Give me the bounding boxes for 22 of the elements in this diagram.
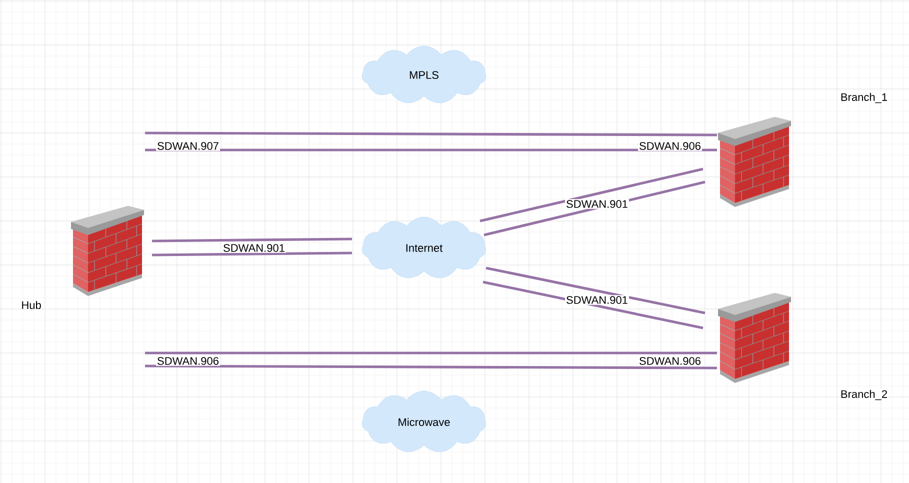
- connector-line: [480, 168, 704, 222]
- edge-label: SDWAN.901: [565, 295, 629, 305]
- line-label: SDWAN.906: [638, 356, 702, 366]
- line-label: SDWAN.906: [638, 141, 702, 151]
- edge-label: SDWAN.907: [156, 141, 220, 151]
- connector-line: [152, 252, 352, 256]
- connector-line: [145, 364, 717, 370]
- firewall-drawing: [71, 206, 144, 296]
- node-caption: Hub: [22, 300, 41, 310]
- node-caption: Branch_1: [839, 92, 889, 104]
- edge-label: SDWAN.901: [222, 243, 286, 253]
- edge-label: SDWAN.901: [565, 199, 629, 209]
- node-caption: Branch_2: [839, 388, 889, 402]
- connector-line: [145, 132, 717, 136]
- connector-line: [486, 266, 706, 314]
- connector-line: [152, 238, 352, 242]
- connector-line: [482, 280, 704, 330]
- firewall-drawing: [718, 293, 791, 383]
- connector-line: [145, 148, 717, 152]
- connector-line: [145, 352, 717, 354]
- firewall-drawing: [718, 117, 791, 207]
- edge-label: SDWAN.906: [156, 356, 220, 366]
